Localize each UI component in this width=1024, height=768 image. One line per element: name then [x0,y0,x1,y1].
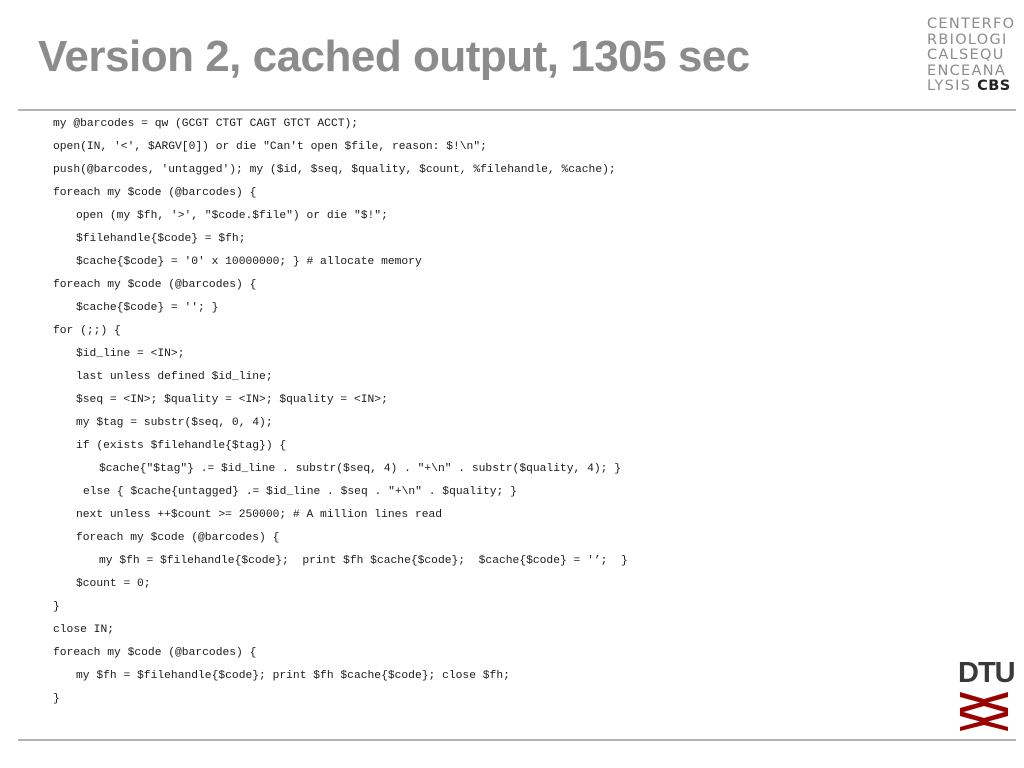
dtu-logo: DTU [958,657,1016,732]
code-line: for (;;) { [53,325,121,337]
slide-title: Version 2, cached output, 1305 sec [38,32,750,81]
cbs-logo-line-4: ENCEANA [927,62,1007,79]
code-listing: my @barcodes = qw (GCGT CTGT CAGT GTCT A… [53,116,628,714]
code-line: $cache{"$tag"} .= $id_line . substr($seq… [99,463,622,475]
cbs-logo: CENTERFO RBIOLOGI CALSEQU ENCEANA LYSIS … [927,16,1016,95]
code-line: my @barcodes = qw (GCGT CTGT CAGT GTCT A… [53,118,359,130]
cbs-logo-line-2: RBIOLOGI [927,31,1008,48]
bottom-divider [18,739,1016,741]
cbs-logo-line-3: CALSEQU [927,47,1005,64]
code-line: next unless ++$count >= 250000; # A mill… [76,509,443,521]
code-line: foreach my $code (@barcodes) { [53,647,257,659]
dtu-logo-text: DTU [958,657,1016,689]
code-line: if (exists $filehandle{$tag}) { [76,440,287,452]
code-line: $cache{$code} = ''; } [76,302,219,314]
code-line: } [53,601,60,613]
code-line: foreach my $code (@barcodes) { [53,279,257,291]
code-line: $filehandle{$code} = $fh; [76,233,246,245]
code-line: foreach my $code (@barcodes) { [53,187,257,199]
code-line: } [53,693,60,705]
cbs-logo-line-1: CENTERFO [927,16,1016,32]
code-line: else { $cache{untagged} .= $id_line . $s… [83,486,517,498]
code-line: close IN; [53,624,115,636]
code-line: $cache{$code} = '0' x 10000000; } # allo… [76,256,422,268]
cbs-logo-line-5-prefix: LYSIS [927,78,978,95]
code-line: my $fh = $filehandle{$code}; print $fh $… [76,670,510,682]
code-line: $id_line = <IN>; [76,348,185,360]
code-line: last unless defined $id_line; [76,371,273,383]
code-line: $count = 0; [76,578,151,590]
code-line: open(IN, '<', $ARGV[0]) or die "Can't op… [53,141,487,153]
code-line: push(@barcodes, 'untagged'); my ($id, $s… [53,164,616,176]
code-line: my $tag = substr($seq, 0, 4); [76,417,273,429]
code-line: my $fh = $filehandle{$code}; print $fh $… [99,555,628,567]
code-line: $seq = <IN>; $quality = <IN>; $quality =… [76,394,388,406]
dtu-wave-icon [960,692,1008,731]
top-divider [18,109,1016,111]
cbs-logo-line-5: LYSIS CBS [927,79,1015,95]
cbs-logo-cbs-mark: CBS [977,78,1011,95]
code-line: open (my $fh, '>', "$code.$file") or die… [76,210,388,222]
code-line: foreach my $code (@barcodes) { [76,532,280,544]
